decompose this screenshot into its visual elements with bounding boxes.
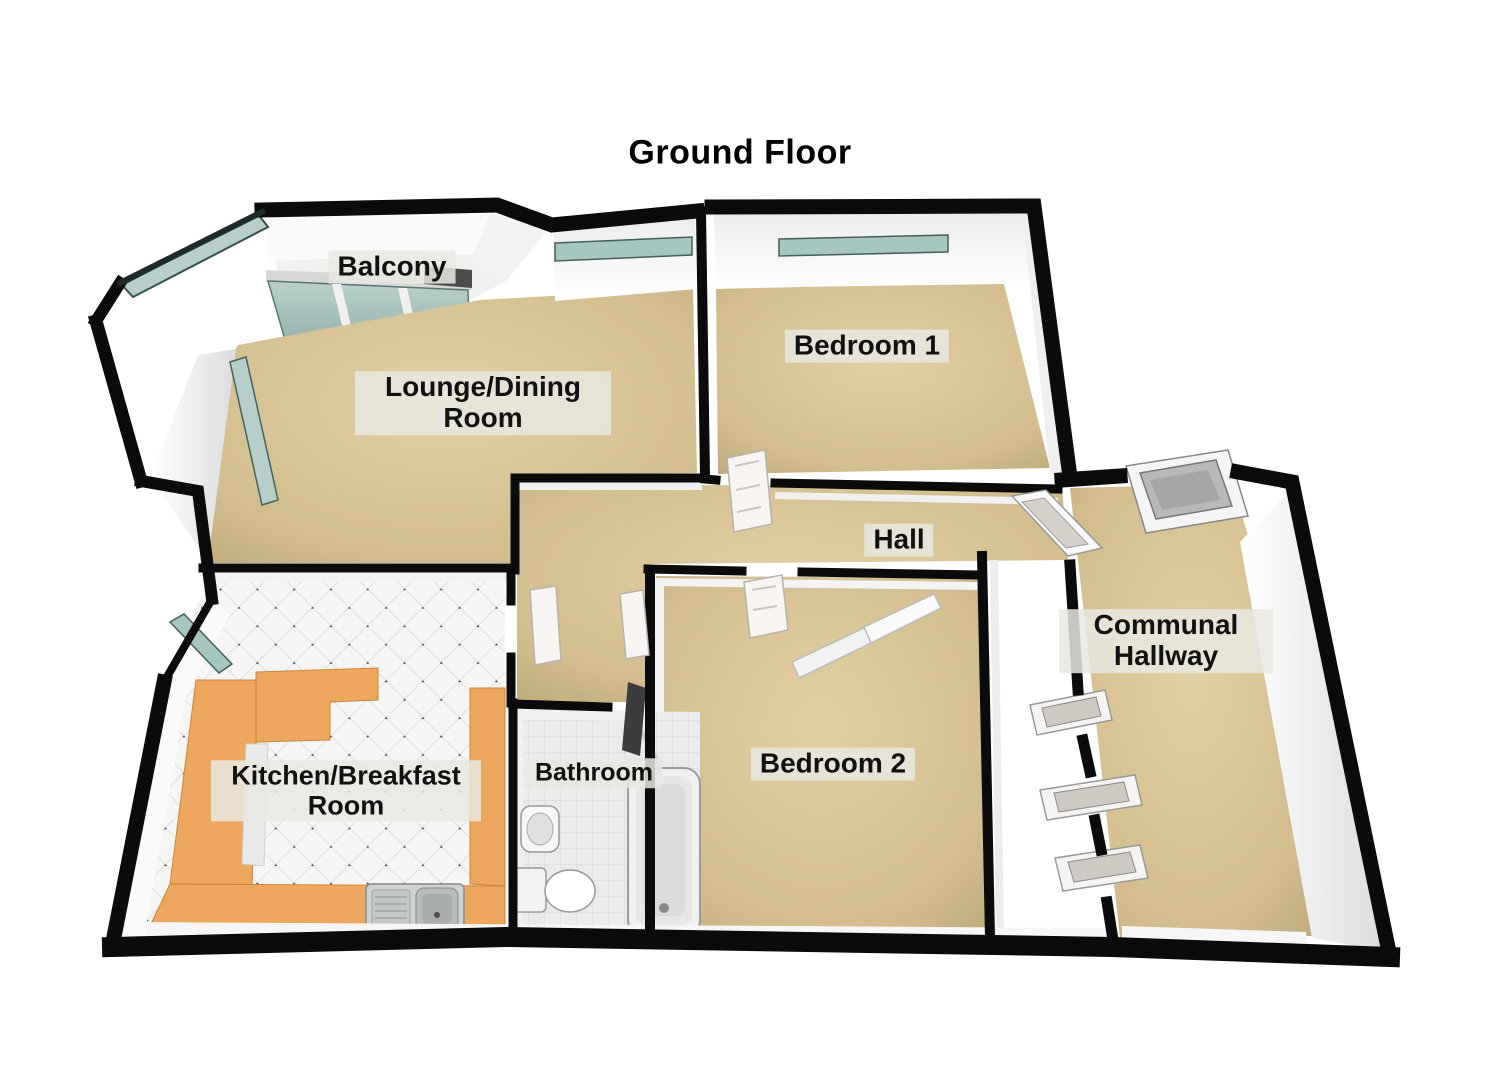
communal-flat-door-1 [1029,689,1113,736]
kitchen-left-wall-face [120,604,230,940]
label-kitchen-breakfast: Kitchen/Breakfast Room [211,760,481,822]
bedroom2-door [743,574,789,639]
label-bedroom1: Bedroom 1 [784,329,950,363]
wall-top-left [254,197,706,233]
wall-bathroom-top [508,699,613,712]
bedroom2-wardrobe [791,593,943,680]
toilet [511,867,596,913]
bathroom-door-leaf [622,682,646,756]
walls [87,197,1401,968]
kitchen-sink [365,883,465,935]
vestibule-door-2 [619,589,650,660]
communal-flat-door-3 [1054,844,1149,892]
wall-left-lower [103,673,173,956]
label-lounge-dining: Lounge/Dining Room [355,371,611,435]
hall-communal-door [1010,489,1104,557]
page-title: Ground Floor [628,133,852,172]
balcony-glass-railing [120,212,270,299]
communal-hallway-area [1029,449,1388,952]
label-hall: Hall [864,523,934,557]
label-bedroom2: Bedroom 2 [750,747,916,781]
front-entrance-door [1125,449,1249,534]
communal-flat-door-2 [1039,774,1143,821]
wall-lounge-bedroom1 [695,205,711,483]
lounge-left-wall-face [150,349,236,561]
label-balcony: Balcony [328,250,456,284]
bedroom1-door [726,449,773,533]
pedestal-sink [520,805,560,853]
bathroom-room [511,682,701,937]
label-communal-hallway: Communal Hallway [1059,609,1273,673]
wall-top-right [704,198,1079,486]
wall-bottom [101,926,1401,968]
wall-hall-bedroom2 [797,567,987,580]
kitchen-corner-window [168,613,234,674]
wall-bedroom2-communal [976,550,996,943]
vestibule-kitchen-door [529,585,562,666]
door-leafs [529,449,1104,666]
wall-left-bay [87,312,150,490]
label-bathroom: Bathroom [525,758,663,788]
lounge-bay-window [229,356,279,506]
wall-bedroom1-hall [770,478,1063,494]
bedroom1-window [778,234,949,257]
communal-right-wall-face [1240,486,1388,952]
lounge-window [554,236,693,262]
